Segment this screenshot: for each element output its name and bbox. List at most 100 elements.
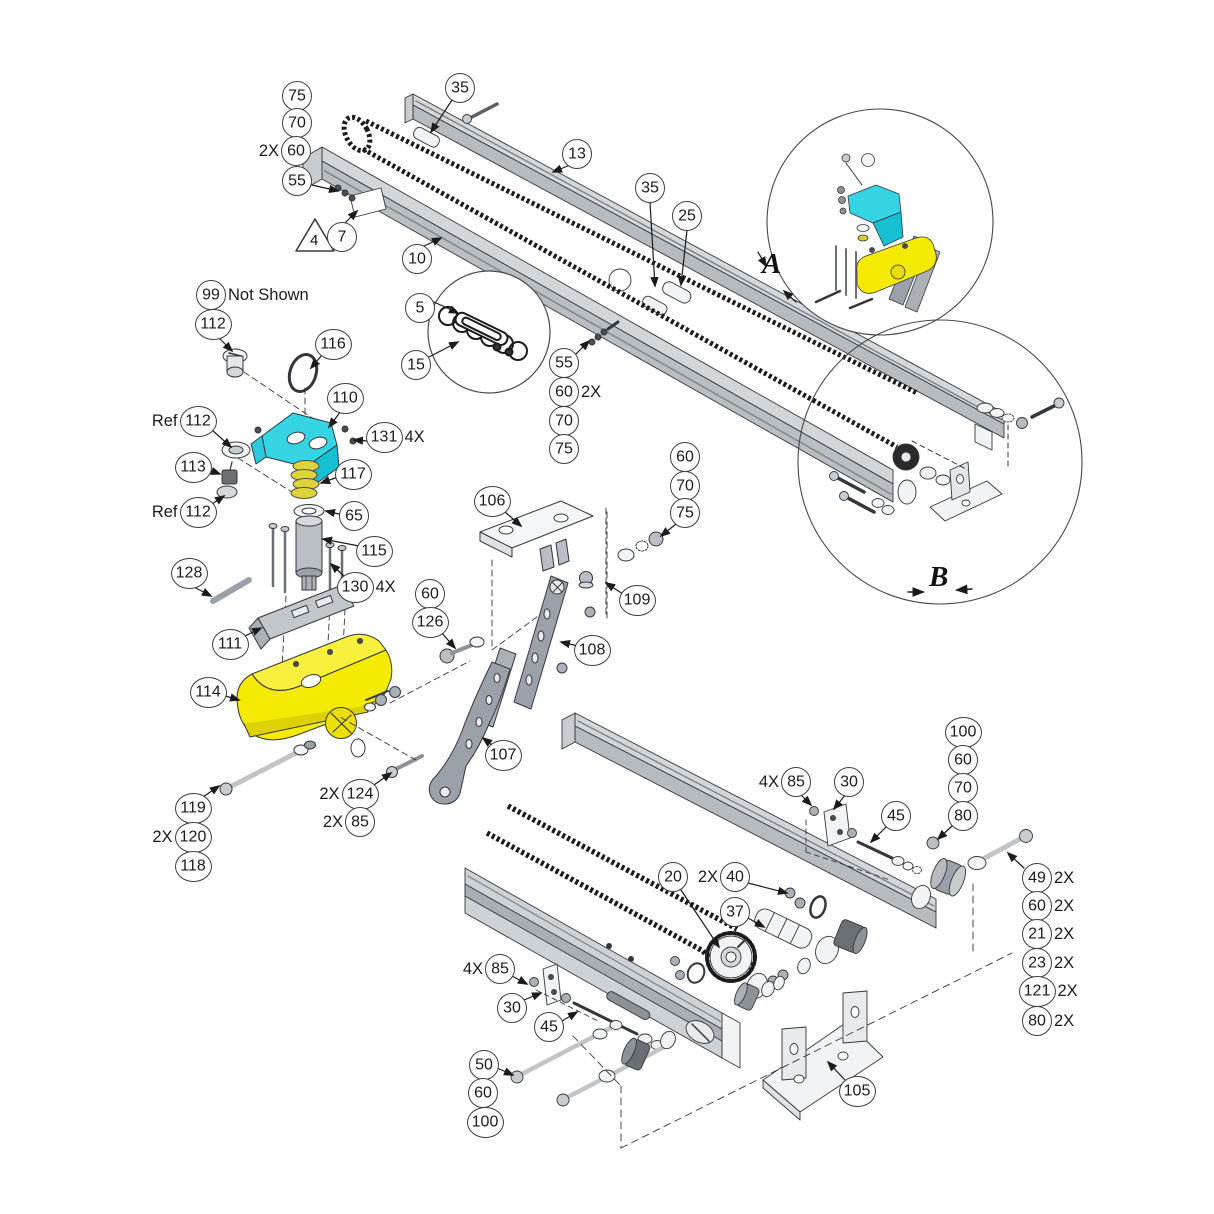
balloon-25: 25 — [672, 201, 702, 231]
detail-view-letter-A: A — [762, 248, 782, 280]
balloon-35: 35 — [635, 173, 665, 203]
balloon-qty-prefix: 4X — [462, 959, 483, 978]
balloon-5: 5 — [405, 293, 435, 323]
balloon-number: 60 — [954, 751, 972, 769]
balloon-number: 23 — [1028, 954, 1046, 972]
balloon-60: 60 — [415, 579, 445, 609]
balloon-number: 106 — [478, 492, 506, 510]
balloon-number: 110 — [332, 389, 358, 407]
balloon-number: 60 — [1028, 897, 1046, 915]
balloon-70: 70 — [948, 773, 978, 803]
balloon-number: 13 — [568, 145, 586, 163]
balloon-45: 45 — [881, 801, 911, 831]
balloon-number: 15 — [407, 356, 425, 374]
balloon-number: 117 — [340, 465, 366, 483]
detail-circle-a — [757, 108, 994, 336]
balloon-qty-suffix: 4X — [404, 427, 425, 446]
trolley-exploded-view — [210, 348, 424, 796]
balloon-108: 108 — [573, 634, 611, 666]
triangle-callout-number: 4 — [310, 232, 319, 249]
balloon-49: 49 2X — [1022, 863, 1075, 893]
balloon-70: 70 — [549, 406, 579, 436]
balloon-number: 128 — [175, 564, 203, 582]
balloon-126: 126 — [411, 606, 449, 638]
balloon-qty-prefix: 2X — [152, 827, 173, 846]
balloon-qty-suffix: 2X — [581, 382, 602, 401]
balloon-15: 15 — [401, 350, 431, 380]
balloon-number: 100 — [471, 1113, 499, 1131]
balloon-number: 35 — [451, 79, 469, 97]
balloon-60: 60 — [948, 745, 978, 775]
balloon-number: 126 — [416, 613, 444, 631]
balloon-100: 100 — [944, 716, 982, 748]
balloon-number: 114 — [195, 683, 221, 701]
balloon-number: 75 — [555, 440, 573, 458]
balloon-number: 116 — [320, 335, 346, 353]
balloon-109: 109 — [618, 584, 656, 616]
balloon-number: 37 — [726, 903, 744, 921]
balloon-20: 20 — [658, 862, 688, 892]
balloon-116: 116 — [314, 328, 352, 360]
balloon-10: 10 — [402, 244, 432, 274]
balloon-number: 109 — [623, 591, 651, 609]
balloon-number: 35 — [641, 179, 659, 197]
balloon-number: 60 — [555, 383, 573, 401]
balloon-128: 128 — [170, 557, 208, 589]
chain-detail-circle — [427, 270, 551, 394]
balloon-35: 35 — [445, 73, 475, 103]
balloon-number: 49 — [1028, 869, 1046, 887]
balloon-117: 117 — [334, 458, 372, 490]
balloon-75: 75 — [282, 81, 312, 111]
balloon-number: 85 — [351, 813, 369, 831]
balloon-75: 75 — [549, 434, 579, 464]
balloon-55: 55 — [282, 166, 312, 196]
balloon-114: 114 — [189, 676, 227, 708]
balloon-number: 75 — [676, 504, 694, 522]
balloon-number: 121 — [1023, 982, 1051, 1000]
balloon-number: 7 — [337, 228, 347, 246]
balloon-30: 30 — [497, 993, 527, 1023]
balloon-113: 113 — [174, 451, 212, 483]
balloon-55: 55 — [549, 348, 579, 378]
balloon-number: 60 — [421, 585, 439, 603]
balloon-qty-suffix: Not Shown — [228, 285, 309, 304]
balloon-number: 45 — [887, 807, 905, 825]
triangle-callout — [295, 218, 335, 252]
balloon-qty-suffix: 2X — [1054, 868, 1075, 887]
balloon-number: 70 — [555, 412, 573, 430]
balloon-105: 105 — [838, 1075, 876, 1107]
balloon-60: 60 — [670, 442, 700, 472]
balloon-qty-suffix: 2X — [1054, 1011, 1075, 1030]
balloon-number: 75 — [288, 87, 306, 105]
balloon-number: 100 — [949, 723, 977, 741]
balloon-number: 131 — [370, 428, 398, 446]
balloon-70: 70 — [282, 108, 312, 138]
balloon-qty-prefix: 2X — [319, 784, 340, 803]
balloon-number: 50 — [475, 1056, 493, 1074]
upper-rail-assembly — [302, 93, 1005, 503]
balloon-number: 45 — [540, 1018, 558, 1036]
balloon-number: 130 — [341, 578, 369, 596]
balloon-119: 119 — [174, 792, 212, 824]
balloon-number: 10 — [408, 250, 426, 268]
balloon-112: 112 — [194, 308, 232, 340]
balloon-number: 21 — [1028, 925, 1046, 943]
balloon-13: 13 — [562, 139, 592, 169]
balloon-80: 80 — [948, 801, 978, 831]
balloon-7: 7 — [327, 222, 357, 252]
leader-lines — [193, 99, 1025, 1081]
balloon-number: 40 — [726, 868, 744, 886]
balloon-qty-prefix: Ref — [151, 411, 178, 430]
balloon-qty-prefix: Ref — [151, 502, 178, 521]
balloon-65: 65 — [339, 501, 369, 531]
balloon-qty-prefix: 2X — [322, 812, 343, 831]
